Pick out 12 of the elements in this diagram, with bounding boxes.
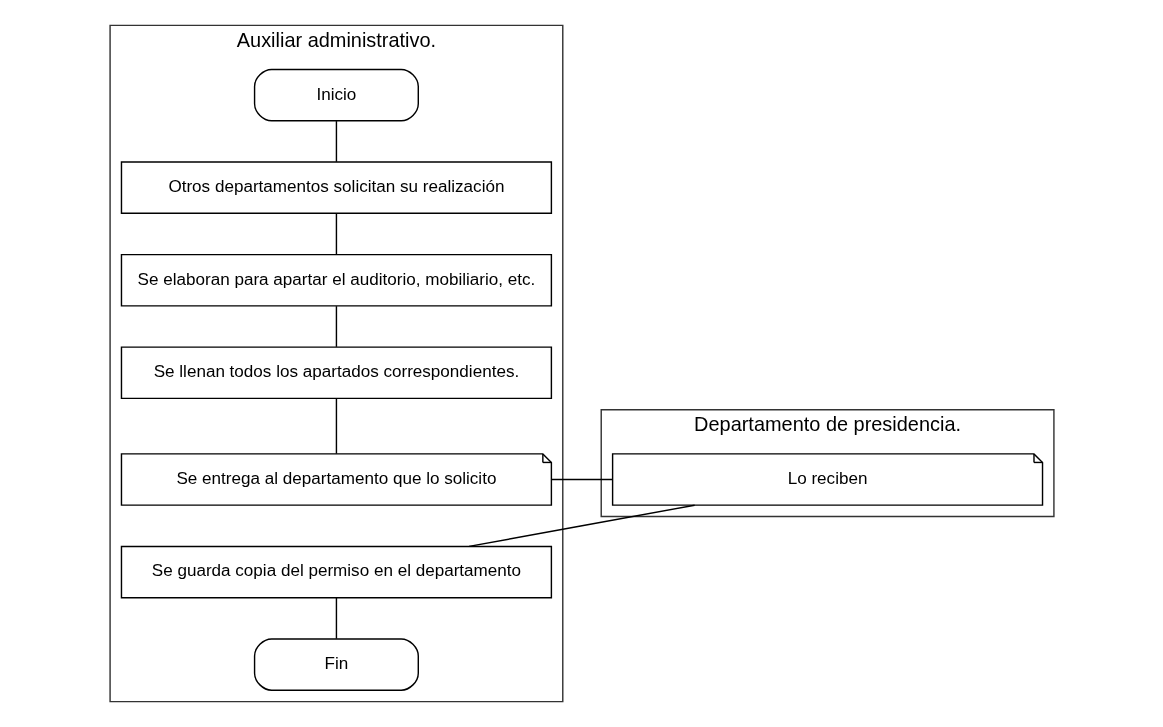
- connector: [335, 597, 337, 640]
- connector: [335, 212, 337, 256]
- connector: [335, 398, 337, 455]
- connector: [550, 478, 613, 481]
- node-box: Se llenan todos los apartados correspondientes.: [120, 346, 552, 400]
- connector: [335, 120, 337, 163]
- node-box: Inicio: [253, 68, 419, 122]
- node-box: Otros departamentos solicitan su realización: [120, 161, 552, 214]
- node-box: Se guarda copia del permiso en el departamento: [120, 545, 552, 599]
- connector: [335, 305, 337, 348]
- node-box: Fin: [253, 638, 419, 691]
- node-box: Se elaboran para apartar el auditorio, mobiliario, etc.: [120, 253, 552, 307]
